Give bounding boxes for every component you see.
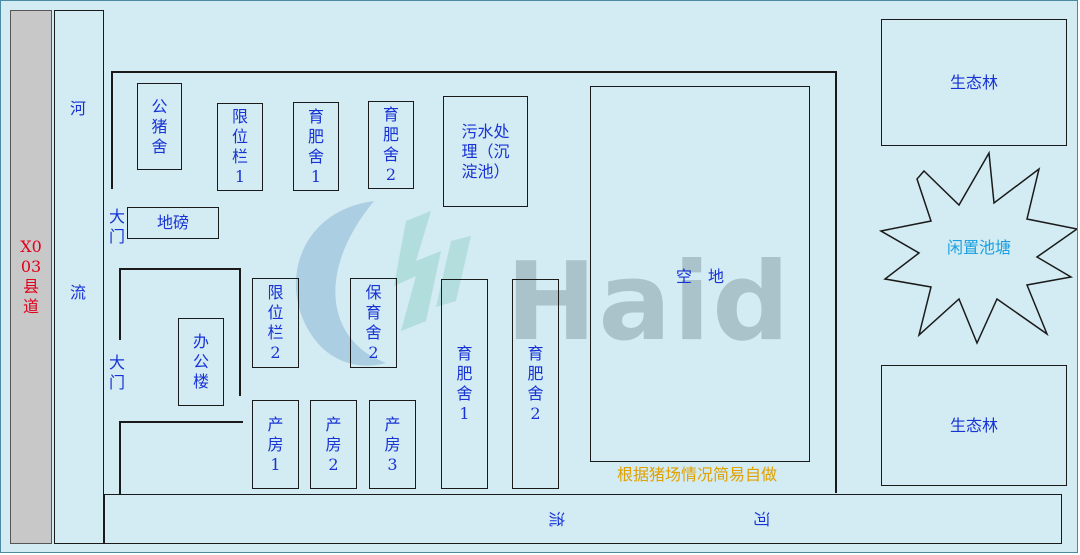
eco-forest-bottom-label: 生态林 [949, 415, 998, 435]
boundary-mid-left [119, 268, 121, 340]
stall-1-label: 限 位 栏 1 [231, 107, 248, 186]
sewage-treatment: 污水处 理（沉 淀池） [443, 96, 528, 207]
stall-1: 限 位 栏 1 [217, 103, 263, 191]
gate-top: 大 门 [108, 207, 126, 247]
watermark-logo-icon [295, 201, 471, 366]
fattening-house-1b-label: 育 肥 舍 1 [456, 344, 473, 423]
nursery-house-2-label: 保 育 舍 2 [365, 283, 382, 362]
farrowing-room-2: 产 房 2 [310, 400, 357, 489]
gate-top-label: 大 门 [108, 207, 125, 246]
farrowing-room-1: 产 房 1 [252, 400, 299, 489]
fattening-house-1: 育 肥 舍 1 [293, 102, 339, 191]
fattening-house-2-label: 育 肥 舍 2 [382, 105, 399, 184]
river-left: 河 流 [54, 10, 104, 544]
idle-pond-label: 闲置池塘 [946, 238, 1011, 257]
river-left-char-2: 流 [70, 283, 87, 302]
boundary-top [111, 71, 836, 73]
river-bottom: 流 河 [104, 494, 1062, 544]
watermark-text: Haid [506, 240, 792, 365]
county-road-label: X0 03 县 道 [20, 237, 42, 316]
open-land-label: 空 地 [675, 267, 724, 286]
boundary-mid-top [119, 268, 241, 270]
boundary-mid-right [239, 268, 241, 396]
gate-middle-label: 大 门 [108, 353, 125, 392]
office-building: 办 公 楼 [178, 318, 224, 406]
river-left-char-1: 河 [70, 99, 87, 118]
farrowing-room-3: 产 房 3 [369, 400, 416, 489]
office-building-label: 办 公 楼 [192, 332, 209, 391]
river-bottom-char-1: 流 [547, 510, 567, 528]
farrowing-room-1-label: 产 房 1 [267, 414, 284, 474]
open-land: 空 地 [590, 86, 810, 462]
eco-forest-bottom: 生态林 [881, 365, 1067, 486]
fattening-house-1b: 育 肥 舍 1 [441, 279, 488, 489]
weighbridge: 地磅 [127, 207, 219, 239]
open-land-note: 根据猪场情况简易自做 [617, 465, 778, 484]
boundary-right [835, 71, 837, 493]
fattening-house-1-label: 育 肥 舍 1 [307, 106, 324, 186]
sewage-treatment-label: 污水处 理（沉 淀池） [461, 121, 510, 181]
stall-2-label: 限 位 栏 2 [267, 283, 284, 362]
farrowing-room-3-label: 产 房 3 [384, 414, 401, 474]
stall-2: 限 位 栏 2 [252, 278, 299, 368]
fattening-house-2: 育 肥 舍 2 [368, 101, 414, 189]
eco-forest-top: 生态林 [881, 19, 1067, 146]
boundary-lower-left [119, 421, 121, 495]
eco-forest-top-label: 生态林 [949, 72, 998, 92]
river-bottom-char-2: 河 [752, 510, 772, 528]
weighbridge-label: 地磅 [156, 213, 189, 232]
idle-pond-starburst [879, 150, 1077, 345]
boar-house: 公 猪 舍 [137, 83, 182, 170]
nursery-house-2: 保 育 舍 2 [350, 278, 397, 368]
county-road: X0 03 县 道 [10, 10, 52, 544]
fattening-house-2b-label: 育 肥 舍 2 [527, 344, 544, 423]
farrowing-room-2-label: 产 房 2 [325, 414, 342, 474]
boar-house-label: 公 猪 舍 [151, 96, 168, 156]
gate-middle: 大 门 [108, 353, 126, 393]
fattening-house-2b: 育 肥 舍 2 [512, 279, 559, 489]
boundary-left-upper [111, 71, 113, 189]
boundary-lower-top [119, 421, 243, 423]
